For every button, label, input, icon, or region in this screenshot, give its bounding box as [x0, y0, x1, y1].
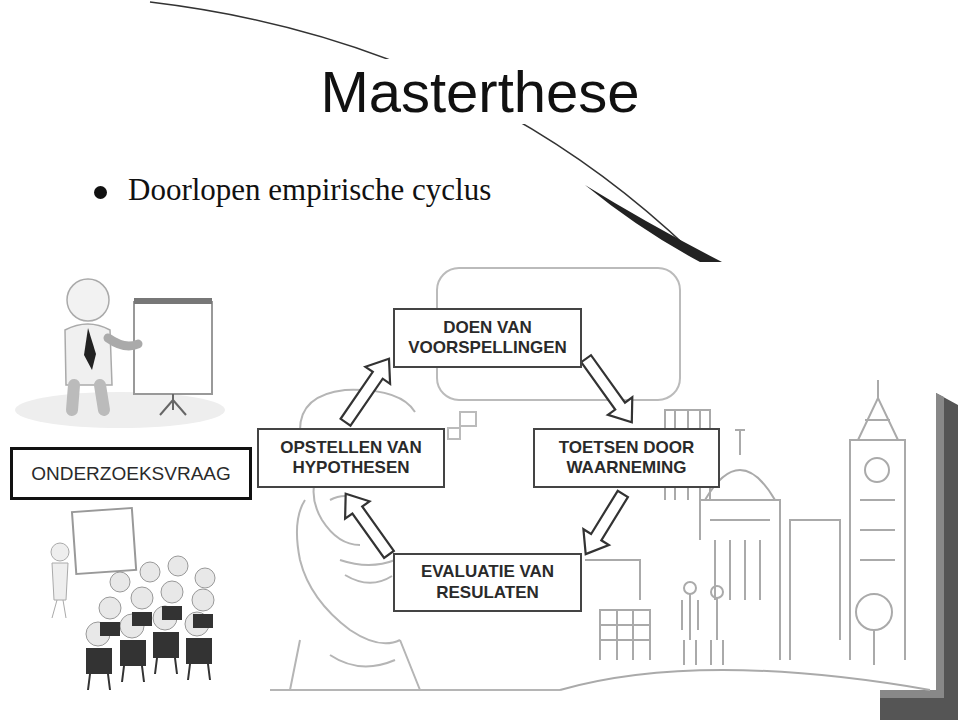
box-text-group: EVALUATIE VAN RESULATEN	[407, 562, 568, 603]
bullet-dot	[94, 186, 107, 199]
box-text-group: ONDERZOEKSVRAAG	[31, 463, 231, 485]
box-label: TOETSEN DOOR WAARNEMING	[547, 438, 706, 479]
process-box: EVALUATIE VAN RESULATEN	[393, 553, 582, 612]
process-box: TOETSEN DOOR WAARNEMING	[533, 428, 720, 488]
box-label: ONDERZOEKSVRAAG	[31, 463, 231, 485]
box-text-group: TOETSEN DOOR WAARNEMING	[547, 438, 706, 479]
question-box: ONDERZOEKSVRAAG	[10, 447, 252, 500]
process-box: OPSTELLEN VAN HYPOTHESEN	[257, 428, 445, 488]
block-arrow	[341, 359, 391, 426]
box-label: EVALUATIE VAN RESULATEN	[407, 562, 568, 603]
title-block: Masterthese	[0, 58, 960, 125]
bullet-label: Doorlopen empirische cyclus	[128, 172, 491, 207]
bullet-text: Doorlopen empirische cyclus	[128, 172, 491, 208]
block-arrow	[581, 355, 632, 422]
block-arrow	[345, 494, 394, 558]
block-arrow	[583, 491, 628, 554]
box-label: DOEN VAN VOORSPELLINGEN	[407, 318, 568, 359]
process-box: DOEN VAN VOORSPELLINGEN	[393, 308, 582, 368]
box-label: OPSTELLEN VAN HYPOTHESEN	[271, 438, 431, 479]
box-text-group: OPSTELLEN VAN HYPOTHESEN	[271, 438, 431, 479]
box-text-group: DOEN VAN VOORSPELLINGEN	[407, 318, 568, 359]
slide-title: Masterthese	[316, 59, 643, 124]
